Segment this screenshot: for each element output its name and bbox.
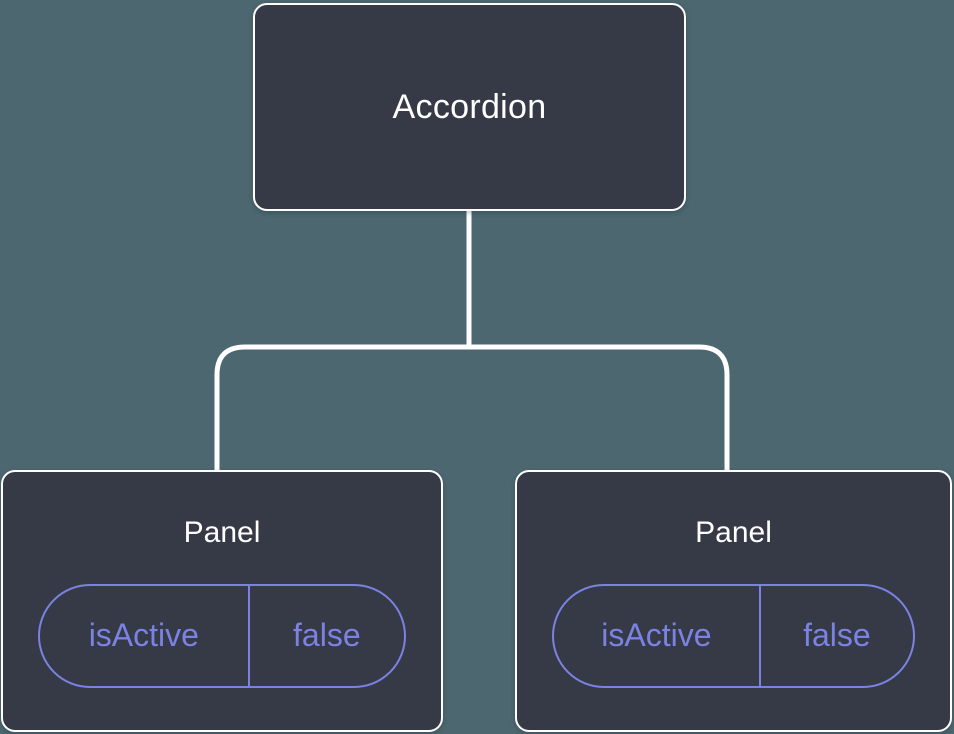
accordion-node-label: Accordion bbox=[392, 87, 547, 126]
panel-node-left: Panel isActive false bbox=[1, 470, 443, 732]
state-pill: isActive false bbox=[552, 583, 915, 688]
state-key: isActive bbox=[554, 585, 761, 686]
state-pill: isActive false bbox=[38, 583, 406, 688]
state-value: false bbox=[293, 617, 361, 653]
state-key: isActive bbox=[40, 585, 250, 686]
panel-node-label: Panel bbox=[695, 516, 772, 549]
state-value: false bbox=[803, 617, 871, 653]
accordion-node: Accordion bbox=[253, 3, 686, 211]
panel-node-right: Panel isActive false bbox=[515, 470, 952, 732]
branch-bracket-connector-path bbox=[214, 344, 730, 471]
panel-node-label: Panel bbox=[183, 516, 261, 549]
